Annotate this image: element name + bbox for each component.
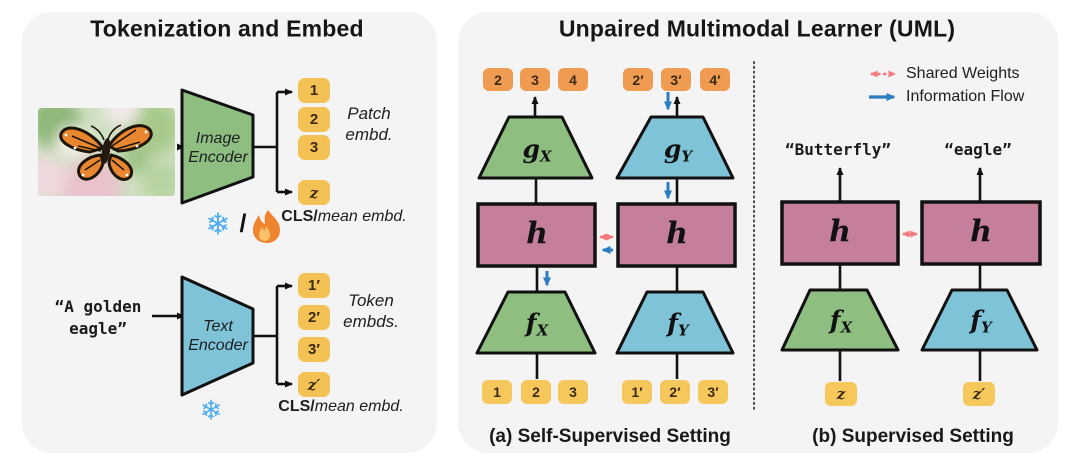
snowflake-icon: ❄ bbox=[199, 395, 223, 426]
patch-embd-label: Patch embd. bbox=[345, 104, 393, 144]
b-token-zp: z′ bbox=[963, 382, 995, 406]
token-embd-3p: 3′ bbox=[298, 337, 330, 362]
snowflake-icon: ❄ bbox=[205, 208, 231, 242]
patch-token-3: 3 bbox=[298, 135, 330, 160]
shared-head-label-b-right: h bbox=[970, 214, 992, 250]
freeze-or-tune-slash: / bbox=[239, 209, 247, 238]
caption-self-supervised: (a) Self-Supervised Setting bbox=[489, 426, 731, 447]
a-bottom-token-x-3: 3 bbox=[558, 380, 588, 404]
patch-token-1: 1 bbox=[298, 78, 330, 103]
image-encoder-label: Image Encoder bbox=[188, 130, 248, 166]
output-label-butterfly: “Butterfly” bbox=[785, 140, 891, 159]
encoder-fy-label-b: fY bbox=[970, 305, 992, 337]
a-bottom-token-y-2p: 2′ bbox=[660, 380, 690, 404]
legend-shared-weights-label: Shared Weights bbox=[906, 65, 1020, 82]
cls-token-z: z bbox=[298, 180, 330, 205]
a-bottom-token-y-1p: 1′ bbox=[622, 380, 652, 404]
text-input-caption: “A golden eagle” bbox=[54, 297, 142, 338]
cls-mean-embd-label-image: CLS/mean embd. bbox=[281, 208, 407, 225]
encoder-fy-label-a: fY bbox=[667, 308, 689, 340]
a-top-token-y-3p: 3′ bbox=[661, 68, 691, 91]
a-bottom-token-x-1: 1 bbox=[482, 380, 512, 404]
cls-mean-embd-label-text: CLS/mean embd. bbox=[278, 398, 404, 415]
right-panel-title: Unpaired Multimodal Learner (UML) bbox=[558, 15, 956, 42]
left-panel-title: Tokenization and Embed bbox=[90, 15, 364, 42]
token-embds-label: Token embds. bbox=[343, 291, 399, 331]
shared-head-label-a-left: h bbox=[526, 216, 548, 252]
output-label-eagle: “eagle” bbox=[944, 140, 1012, 159]
token-embd-2p: 2′ bbox=[298, 305, 330, 330]
a-top-token-y-4p: 4′ bbox=[700, 68, 730, 91]
a-bottom-token-y-3p: 3′ bbox=[698, 380, 728, 404]
encoder-fx-label-a: fX bbox=[525, 308, 549, 340]
shared-head-label-b-left: h bbox=[829, 214, 851, 250]
a-top-token-x-3: 3 bbox=[520, 68, 550, 91]
legend-information-flow-label: Information Flow bbox=[906, 88, 1025, 105]
decoder-gx-label: gX bbox=[522, 134, 552, 166]
a-top-token-x-4: 4 bbox=[558, 68, 588, 91]
encoder-fx-label-b: fX bbox=[829, 305, 853, 337]
text-encoder-label: Text Encoder bbox=[188, 318, 248, 354]
shared-head-label-a-right: h bbox=[666, 216, 688, 252]
a-top-token-x-2: 2 bbox=[483, 68, 513, 91]
cls-token-zp: z′ bbox=[298, 372, 330, 397]
caption-supervised: (b) Supervised Setting bbox=[812, 426, 1014, 447]
decoder-gy-label: gY bbox=[663, 134, 693, 166]
b-token-z: z bbox=[825, 382, 857, 406]
patch-token-2: 2 bbox=[298, 107, 330, 132]
token-embd-1p: 1′ bbox=[298, 273, 330, 298]
a-bottom-token-x-2: 2 bbox=[521, 380, 551, 404]
a-top-token-y-2p: 2′ bbox=[623, 68, 653, 91]
